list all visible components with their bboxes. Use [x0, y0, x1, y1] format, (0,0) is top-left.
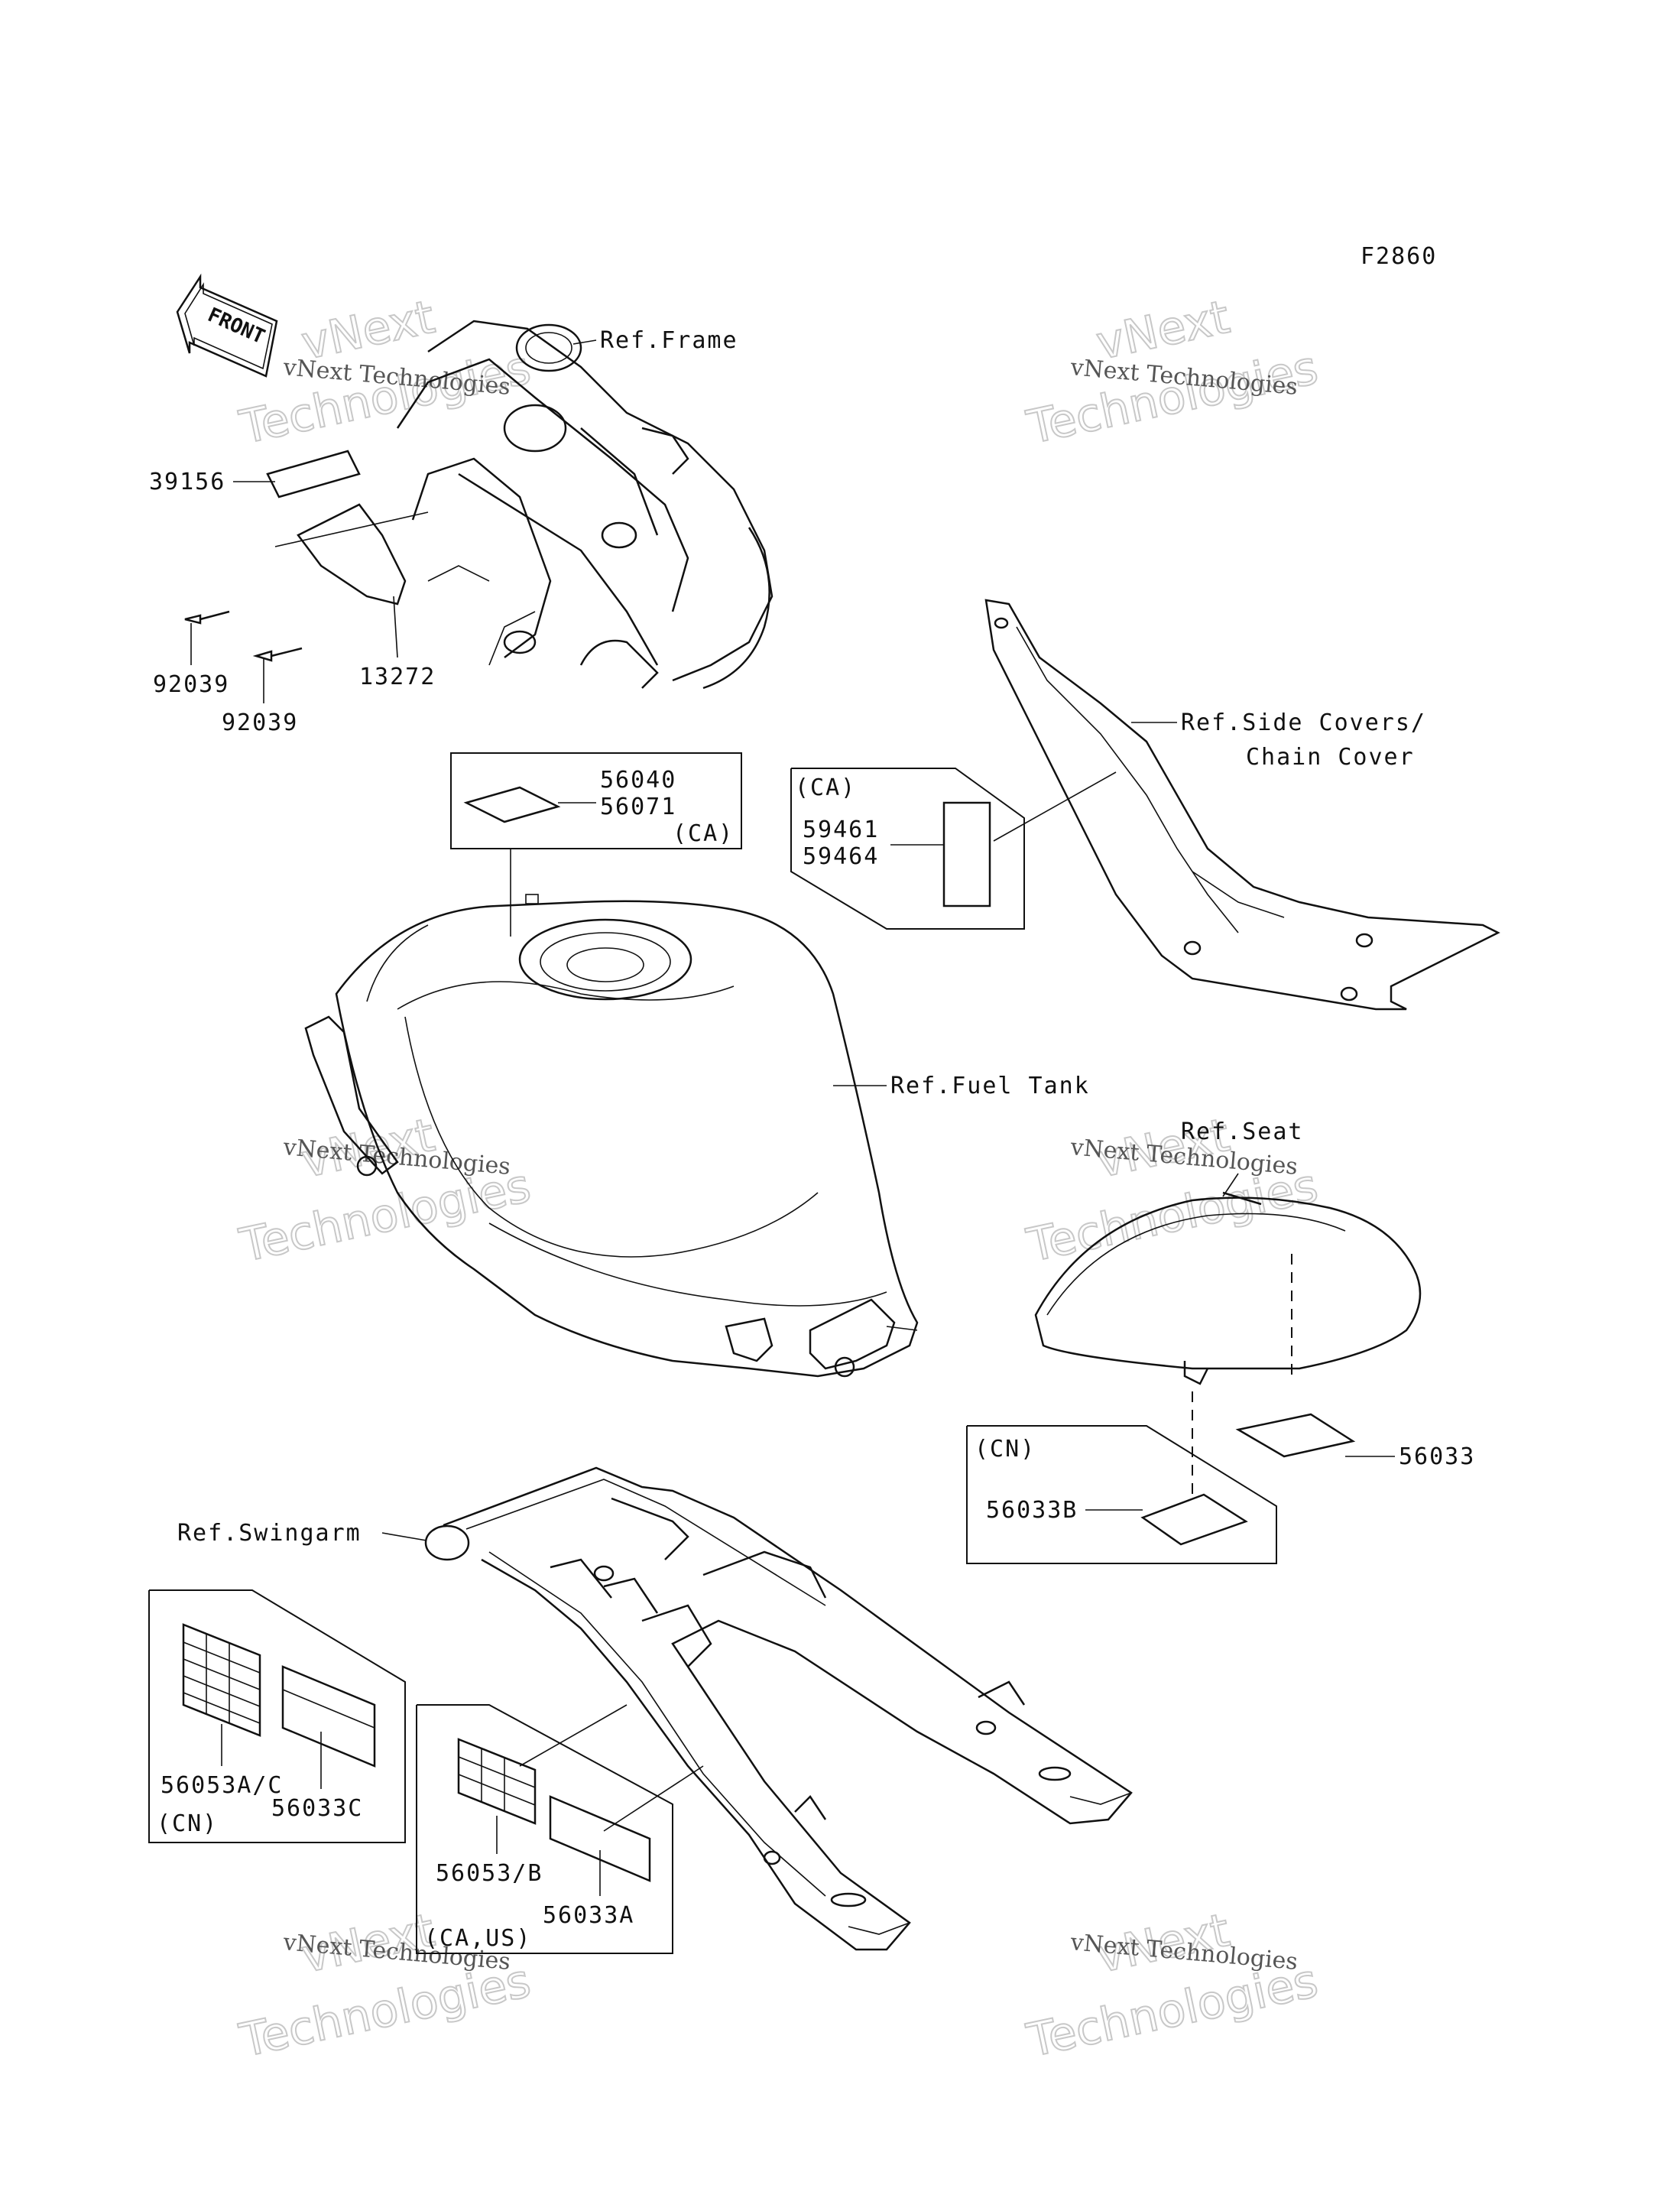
part-92039-label-b: 92039	[222, 709, 298, 736]
part-56033-label: 56033	[1399, 1443, 1475, 1470]
cn-label-2: (CN)	[157, 1810, 218, 1837]
part-56033B-label: 56033B	[986, 1497, 1078, 1524]
part-39156-sticker	[266, 450, 361, 498]
part-56040-label: 56040	[600, 767, 676, 794]
part-59461-label: 59461	[803, 817, 879, 843]
part-56033C-sticker	[281, 1665, 376, 1768]
fuel-tank-drawing	[304, 894, 919, 1378]
cn-sticker-box-seat	[966, 1391, 1277, 1564]
part-13272-label: 13272	[359, 664, 436, 690]
figure-code: F2860	[1361, 243, 1437, 270]
watermark-bottom-right: vNext Technologies vNext Technologies	[1022, 1903, 1324, 2069]
ref-seat-label: Ref.Seat	[1181, 1118, 1304, 1145]
part-56053B-sticker	[457, 1738, 537, 1825]
part-56033A-label: 56033A	[543, 1902, 634, 1929]
cn-label-1: (CN)	[975, 1436, 1036, 1463]
ca-label-2: (CA)	[673, 820, 734, 847]
watermark-group: vNext Technologies vNext Technologies vN…	[235, 290, 1324, 2069]
watermark-top-left: vNext Technologies vNext Technologies	[235, 290, 537, 456]
front-label: FRONT	[204, 304, 268, 349]
part-39156-label: 39156	[149, 469, 225, 495]
ref-fuel-tank-label: Ref.Fuel Tank	[890, 1073, 1090, 1099]
seat-drawing	[1034, 1191, 1422, 1385]
front-arrow-icon: FRONT	[176, 273, 278, 378]
part-56033C-label: 56033C	[271, 1795, 363, 1822]
ref-side-covers-label: Ref.Side Covers/	[1181, 709, 1426, 736]
part-92039-bolt-b	[252, 647, 303, 662]
part-56033A-sticker	[549, 1795, 651, 1882]
watermark-top-right: vNext Technologies vNext Technologies	[1022, 290, 1324, 456]
side-cover-drawing	[984, 599, 1500, 1011]
ref-chain-cover-label: Chain Cover	[1246, 744, 1415, 771]
ref-frame-label: Ref.Frame	[600, 327, 738, 354]
part-59464-label: 59464	[803, 843, 879, 870]
ca-sticker-box	[790, 768, 1117, 930]
caus-sticker-box	[416, 1704, 704, 1954]
ref-swingarm-label: Ref.Swingarm	[177, 1520, 362, 1547]
caus-label: (CA,US)	[424, 1925, 531, 1952]
cn-sticker-box-swingarm	[148, 1589, 406, 1843]
swingarm-drawing	[424, 1466, 1133, 1951]
part-13272-bracket	[274, 503, 429, 606]
part-56071-label: 56071	[600, 794, 676, 820]
part-92039-bolt-a	[184, 610, 230, 625]
fuel-tank-sticker-box	[450, 752, 742, 937]
frame-drawing	[396, 320, 774, 690]
part-56053AC-sticker	[182, 1623, 261, 1737]
watermark-mid-left: vNext Technologies vNext Technologies	[235, 1108, 537, 1274]
part-56053B-label: 56053/B	[436, 1860, 543, 1887]
part-92039-label-a: 92039	[153, 671, 229, 698]
part-56033-sticker	[1235, 1413, 1356, 1458]
part-56053AC-label: 56053A/C	[161, 1772, 284, 1799]
ca-label-1: (CA)	[795, 774, 856, 801]
